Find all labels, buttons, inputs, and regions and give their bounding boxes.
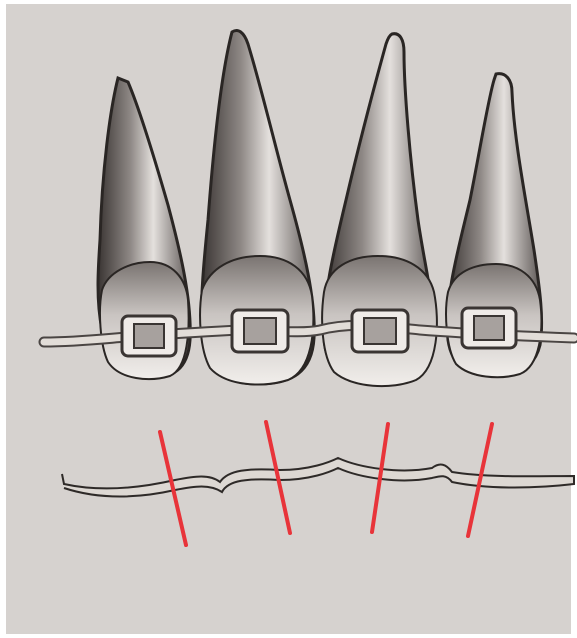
bracket-2	[232, 310, 288, 352]
bracket-1	[122, 316, 176, 356]
bracket-4	[462, 308, 516, 348]
bracket-3	[352, 310, 408, 352]
